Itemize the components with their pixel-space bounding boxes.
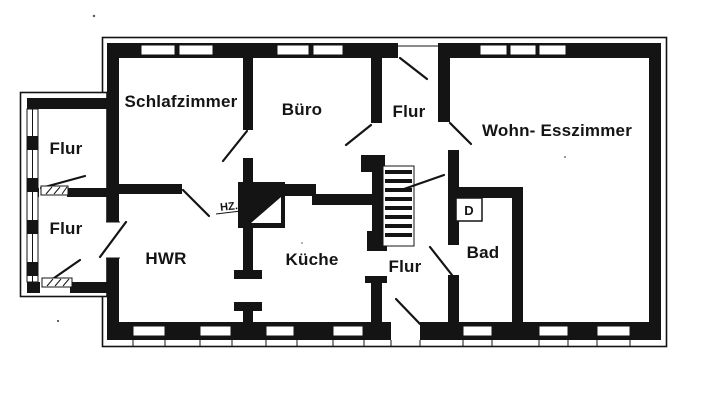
windows: [132, 44, 631, 337]
door-entrance-bottom: [394, 297, 422, 326]
room-label-bad: Bad: [467, 243, 500, 262]
door-entrance-top: [398, 56, 429, 81]
scan-specks: [56, 14, 566, 323]
room-label-hwr: HWR: [145, 249, 186, 268]
interior-walls: [38, 57, 523, 324]
room-label-flur-top: Flur: [393, 102, 426, 121]
room-label-flur-annex-upper: Flur: [50, 139, 83, 158]
door-schlafzimmer: [221, 129, 249, 163]
chimney-block: [238, 182, 285, 228]
hz-underline: [215, 210, 242, 215]
room-label-flur-annex-lower: Flur: [50, 219, 83, 238]
door-wohnzimmer: [448, 121, 473, 146]
annotation-heating: HZ.: [220, 200, 239, 214]
room-label-buero: Büro: [282, 100, 322, 119]
room-label-wohn-esszimmer: Wohn- Esszimmer: [482, 121, 632, 140]
door-hwr: [181, 188, 211, 218]
sill-ticks: [132, 340, 631, 346]
room-label-schlafzimmer: Schlafzimmer: [125, 92, 238, 111]
door-annex-to-hwr: [98, 220, 128, 259]
thresholds: [40, 185, 73, 288]
annotation-shower: D: [464, 203, 473, 218]
door-buero: [344, 123, 373, 147]
staircase: [382, 165, 446, 247]
room-label-flur-bottom: Flur: [389, 257, 422, 276]
shower-box: [455, 197, 483, 222]
room-labels: Schlafzimmer Büro Flur Wohn- Esszimmer F…: [50, 92, 632, 276]
annex-window-wall: [26, 108, 39, 283]
door-leaves: [39, 56, 473, 326]
door-bad: [428, 245, 454, 277]
room-label-kueche: Küche: [286, 250, 339, 269]
